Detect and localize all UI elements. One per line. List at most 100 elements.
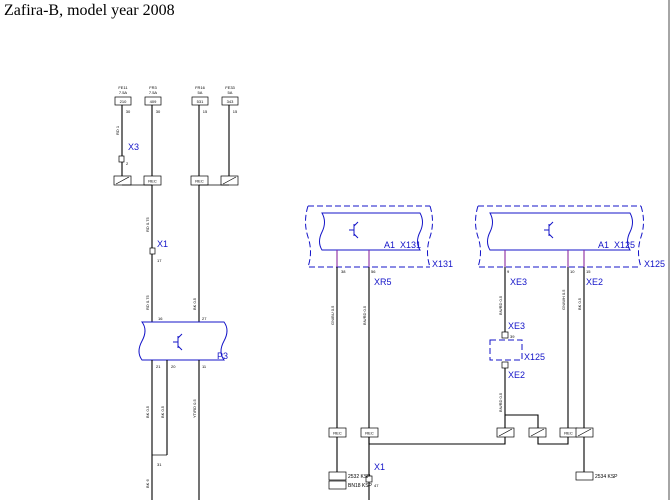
frame-x131 xyxy=(305,205,433,268)
wire-label: BK 0.5 xyxy=(192,297,197,310)
pin-label: 10 xyxy=(570,269,575,274)
splice-tag: REC xyxy=(333,431,342,436)
splice-slash xyxy=(115,176,130,185)
pin-label: 38 xyxy=(341,269,346,274)
connector-x1-bottom-pin: 47 xyxy=(374,483,379,488)
fuse-id: 343 xyxy=(227,99,234,104)
connector-pin-box xyxy=(501,331,509,339)
wire-label: RD 0.75 xyxy=(145,217,150,232)
terminal-label: 2534 KSP xyxy=(595,474,618,480)
terminal-31: 31 xyxy=(157,462,162,467)
wire-label: RD 1 xyxy=(115,125,120,135)
fuse-name: FR3 xyxy=(149,85,157,90)
fuse-pin: 15 xyxy=(203,109,208,114)
splice-tag: REC xyxy=(365,431,374,436)
wire-label: GN/BU 0.5 xyxy=(330,305,335,325)
component-a1-x125: A1_X125 X125 9 10 15 XE3 XE2 xyxy=(475,205,665,287)
component-outline xyxy=(487,212,633,251)
fuse-name: FE11 xyxy=(118,85,128,90)
pin-label: 9 xyxy=(507,269,510,274)
wire-label: BK 6 xyxy=(145,479,150,488)
frame-x125-label: X125 xyxy=(644,259,665,269)
splice-tag: REC xyxy=(564,431,573,436)
connector-x1-bottom-label: X1 xyxy=(374,462,385,472)
fuse-pin: 30 xyxy=(156,109,161,114)
fuse-id: 409 xyxy=(150,99,157,104)
terminal-box xyxy=(328,471,347,481)
pin-label: 16 xyxy=(158,316,163,321)
connector-x125-mid-label: X125 xyxy=(524,352,545,362)
component-outline xyxy=(319,212,423,251)
connector-x125-mid: XE3 39 X125 XE2 xyxy=(489,321,545,380)
connector-x3-label: X3 xyxy=(128,142,139,152)
component-outline xyxy=(138,321,228,361)
pin-label: 21 xyxy=(156,364,161,369)
fuse-pin: 15 xyxy=(233,109,238,114)
wire-label: RD 0.75 xyxy=(145,295,150,310)
pin-label: 27 xyxy=(202,316,207,321)
pin-label: 56 xyxy=(371,269,376,274)
fuse-fe11: FE11 7.5A 210 30 xyxy=(114,85,132,114)
splice-slash xyxy=(222,176,237,185)
pin-label: 20 xyxy=(171,364,176,369)
component-a1-x131-label: A1_X131 xyxy=(384,240,421,250)
fuse-rating: 7.5A xyxy=(149,90,158,95)
wire-label: GN/WH 0.5 xyxy=(561,289,566,310)
fuse-name: FR16 xyxy=(195,85,206,90)
fuse-id: 531 xyxy=(197,99,204,104)
splice-tag: REC xyxy=(148,179,157,184)
wire-label: BK 0.5 xyxy=(145,405,150,418)
connector-xe3-label: XE3 xyxy=(510,277,527,287)
connector-x125-bottom-label: XE2 xyxy=(508,370,525,380)
connector-x1-top-label: X1 xyxy=(157,239,168,249)
connector-x1-top xyxy=(149,247,156,255)
connector-x3 xyxy=(118,155,125,163)
splice-slash xyxy=(498,428,513,437)
fuse-fr16: FR16 5A 531 15 xyxy=(191,85,209,114)
connector-x1-top-pin: 17 xyxy=(157,258,162,263)
transistor-icon xyxy=(544,221,554,239)
fuse-fr3: FR3 7.5A 409 30 xyxy=(144,85,162,114)
component-p3-label: P3 xyxy=(217,351,228,361)
fuse-box xyxy=(144,96,162,106)
component-p3: 16 27 P3 21 20 11 xyxy=(138,316,228,369)
fuse-name: FE33 xyxy=(225,85,235,90)
terminal-box xyxy=(328,480,347,490)
connector-xe2-label: XE2 xyxy=(586,277,603,287)
fuse-rating: 5A xyxy=(228,90,233,95)
fuse-box xyxy=(114,96,132,106)
connector-x3-pin: 2 xyxy=(126,161,129,166)
fuse-pin: 30 xyxy=(126,109,131,114)
component-a1-x131: A1_X131 X131 38 56 XR5 xyxy=(305,205,453,287)
pin-label: 11 xyxy=(202,364,207,369)
wire-label: BK 0.5 xyxy=(577,297,582,310)
splice-tag: REC xyxy=(195,179,204,184)
wire-label: BN/RD 0.5 xyxy=(498,295,503,315)
frame-x131-label: X131 xyxy=(432,259,453,269)
fuse-rating: 5A xyxy=(198,90,203,95)
terminal-box xyxy=(575,471,594,481)
wire-label: BK 0.5 xyxy=(160,405,165,418)
connector-pin-label: 39 xyxy=(510,334,515,339)
wire-label: YT/RD 0.5 xyxy=(192,399,197,418)
connector-xr5-label: XR5 xyxy=(374,277,392,287)
connector-frame xyxy=(489,339,523,361)
wire-label: BN/RD 0.5 xyxy=(498,392,503,412)
frame-x125 xyxy=(475,205,644,268)
wire-bridge xyxy=(368,437,506,445)
wire-bridge xyxy=(537,437,569,445)
fuse-rating: 7.5A xyxy=(119,90,128,95)
splice-slash xyxy=(530,428,545,437)
splice-row-left: REC REC xyxy=(113,175,239,186)
component-a1-x125-label: A1_X125 xyxy=(598,240,635,250)
transistor-icon xyxy=(349,221,359,239)
page-title: Zafira-B, model year 2008 xyxy=(4,2,175,19)
connector-x125-top-label: XE3 xyxy=(508,321,525,331)
fuse-box xyxy=(221,96,239,106)
wire-label: BN/RD 0.5 xyxy=(362,305,367,325)
wire-segment xyxy=(505,414,539,428)
splice-row-right: REC REC REC xyxy=(328,427,594,438)
transistor-icon xyxy=(173,333,183,351)
fuse-box xyxy=(191,96,209,106)
